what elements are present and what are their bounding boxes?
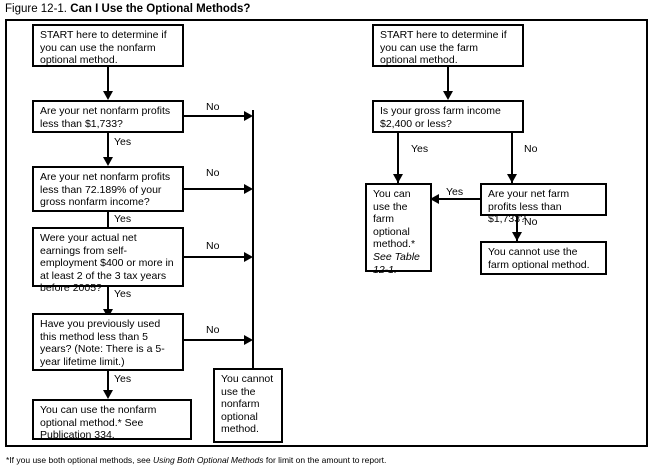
footnote-suffix: for limit on the amount to report. bbox=[263, 455, 387, 465]
edge-label-nonfarm-q1-yes: Yes bbox=[114, 136, 132, 148]
nonfarm-cannot-use-box: You cannot use the nonfarm optional meth… bbox=[213, 368, 283, 443]
nonfarm-question-2-box: Are your net nonfarm profits less than 7… bbox=[32, 166, 184, 212]
edge-label-farm-q1-no: No bbox=[524, 143, 538, 155]
connector-nonfarm-q4-no bbox=[184, 339, 248, 341]
connector-nonfarm-q4-yes bbox=[107, 371, 109, 396]
farm-start-box: START here to determine if you can use t… bbox=[372, 24, 524, 67]
edge-label-nonfarm-q3-yes: Yes bbox=[114, 288, 132, 300]
edge-label-nonfarm-q3-no: No bbox=[206, 240, 220, 252]
edge-label-nonfarm-q2-no: No bbox=[206, 167, 220, 179]
connector-farm-start-q1 bbox=[447, 67, 449, 94]
connector-nonfarm-q3-q4 bbox=[107, 287, 109, 312]
connector-farm-q1-no bbox=[511, 133, 513, 183]
arrow-farm-q1-no-icon bbox=[507, 174, 517, 183]
arrow-nonfarm-q3-no-icon bbox=[244, 252, 253, 262]
edge-label-nonfarm-q4-yes: Yes bbox=[114, 373, 132, 385]
connector-farm-q2-yes bbox=[437, 198, 480, 200]
edge-label-nonfarm-q4-no: No bbox=[206, 324, 220, 336]
figure-title-text: Can I Use the Optional Methods? bbox=[70, 3, 251, 15]
nonfarm-question-1-box: Are your net nonfarm profits less than $… bbox=[32, 100, 184, 133]
edge-label-farm-q2-yes: Yes bbox=[446, 186, 464, 198]
farm-question-1-box: Is your gross farm income $2,400 or less… bbox=[372, 100, 524, 133]
page-title: Figure 12-1. Can I Use the Optional Meth… bbox=[5, 2, 250, 16]
farm-can-use-reference: See Table 12-1. bbox=[373, 250, 420, 276]
farm-can-use-text: You can use the farm optional method.* bbox=[373, 188, 416, 251]
arrow-farm-q2-no-icon bbox=[512, 232, 522, 241]
farm-cannot-use-box: You cannot use the farm optional method. bbox=[480, 241, 607, 275]
nonfarm-question-3-box: Were your actual net earnings from self-… bbox=[32, 227, 184, 294]
edge-label-nonfarm-q1-no: No bbox=[206, 101, 220, 113]
footnote-italic-reference: Using Both Optional Methods bbox=[152, 455, 264, 465]
connector-nonfarm-q1-q2 bbox=[107, 133, 109, 160]
arrow-nonfarm-q4-yes-icon bbox=[103, 390, 113, 399]
connector-farm-q1-yes bbox=[397, 133, 399, 183]
nonfarm-start-box: START here to determine if you can use t… bbox=[32, 24, 184, 67]
connector-nonfarm-q1-no bbox=[184, 115, 248, 117]
connector-nonfarm-q2-q3 bbox=[107, 212, 109, 237]
connector-nonfarm-q2-no bbox=[184, 188, 248, 190]
arrow-farm-start-q1-icon bbox=[443, 91, 453, 100]
nonfarm-question-4-box: Have you previously used this method les… bbox=[32, 313, 184, 371]
figure-frame bbox=[5, 19, 648, 447]
edge-label-farm-q1-yes: Yes bbox=[411, 143, 429, 155]
connector-farm-q2-no bbox=[516, 216, 518, 241]
figure-label: Figure 12-1. bbox=[5, 3, 68, 15]
farm-question-2-box: Are your net farm profits less than $1,7… bbox=[480, 183, 607, 225]
connector-nonfarm-start-q1 bbox=[107, 67, 109, 94]
edge-label-farm-q2-no: No bbox=[524, 216, 538, 228]
arrow-nonfarm-q1-q2-icon bbox=[103, 157, 113, 166]
arrow-farm-q1-yes-icon bbox=[393, 174, 403, 183]
connector-nonfarm-no-collector bbox=[252, 110, 254, 370]
nonfarm-can-use-box: You can use the nonfarm optional method.… bbox=[32, 399, 192, 441]
footnote: *If you use both optional methods, see U… bbox=[6, 455, 386, 466]
connector-nonfarm-q3-no bbox=[184, 256, 248, 258]
arrow-farm-q2-yes-icon bbox=[430, 194, 439, 204]
edge-label-nonfarm-q2-yes: Yes bbox=[114, 213, 132, 225]
arrow-nonfarm-q1-no-icon bbox=[244, 111, 253, 121]
arrow-nonfarm-q2-no-icon bbox=[244, 184, 253, 194]
arrow-nonfarm-q4-no-icon bbox=[244, 335, 253, 345]
footnote-prefix: *If you use both optional methods, see bbox=[6, 455, 153, 465]
arrow-nonfarm-start-q1-icon bbox=[103, 91, 113, 100]
farm-can-use-box: You can use the farm optional method.* S… bbox=[365, 183, 432, 276]
